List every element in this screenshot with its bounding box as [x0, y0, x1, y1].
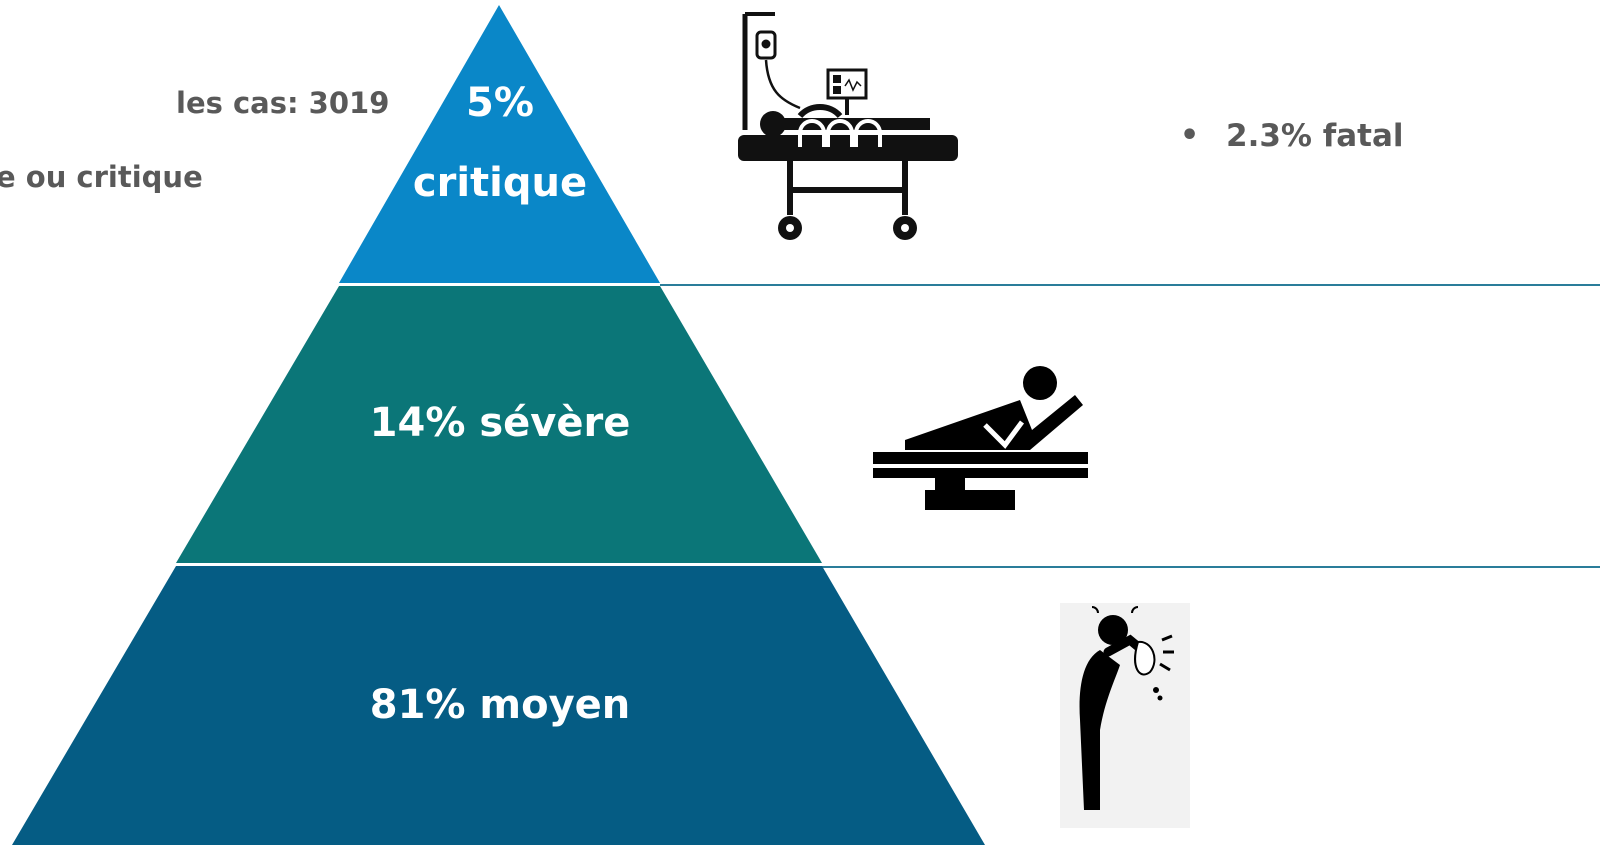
fatal-rate-text: 2.3% fatal [1226, 118, 1404, 154]
mild-tier-label: 81% moyen [369, 682, 631, 728]
severe-or-critical-text: e ou critique [0, 160, 203, 194]
reclining-patient-icon [873, 366, 1088, 510]
hospital-bed-iv-monitor-icon [738, 12, 958, 240]
pyramid-tier-mild [12, 566, 985, 845]
total-cases-text: les cas: 3019 [176, 86, 390, 120]
pyramid-tier-critical [339, 5, 660, 283]
fatal-bullet: • [1180, 118, 1200, 153]
severe-tier-label: 14% sévère [369, 400, 631, 446]
sneezing-person-icon [1060, 603, 1190, 828]
critical-percent-label: 5% [466, 80, 534, 126]
pyramid-tier-severe [176, 286, 822, 563]
critical-word-label: critique [412, 160, 588, 206]
